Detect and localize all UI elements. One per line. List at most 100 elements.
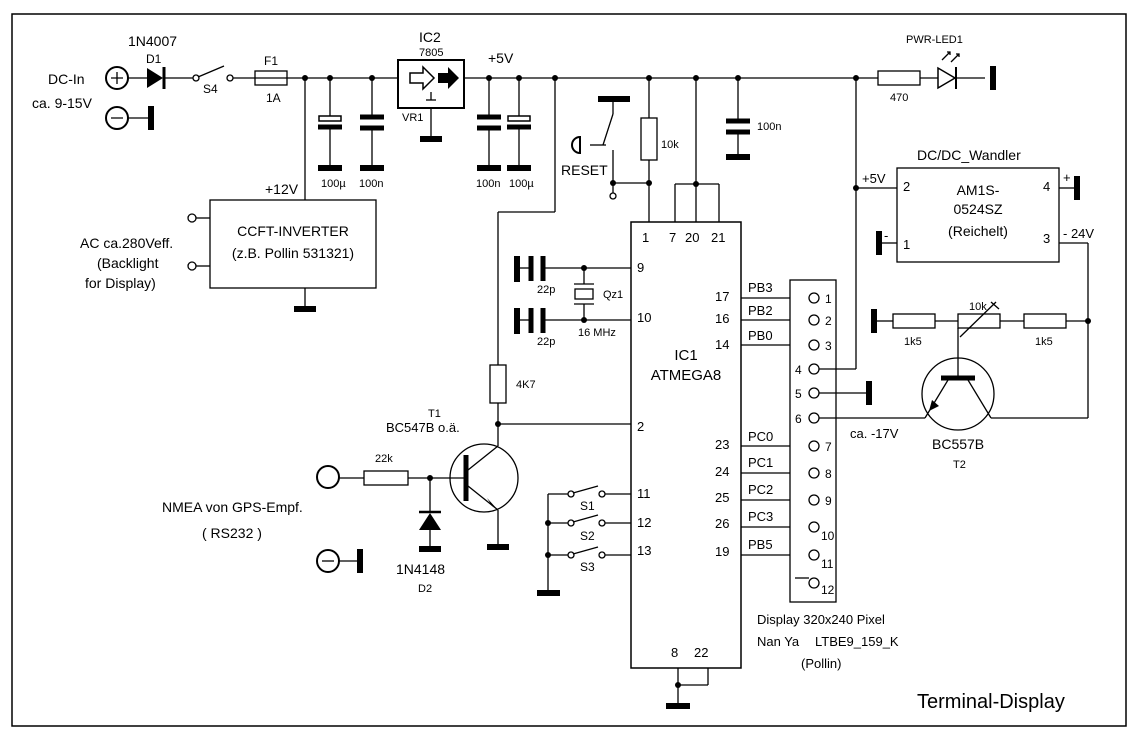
plus-icon	[111, 72, 123, 84]
mcu-pin-23: 23	[715, 437, 729, 452]
diode-d1-type: 1N4007	[128, 33, 177, 49]
mcu-pin-8: 8	[671, 645, 678, 660]
crystal-section: 22p 22p Qz1 16 MHz	[514, 256, 631, 348]
crystal-qz1	[574, 288, 594, 300]
dc-range-label: ca. 9-15V	[32, 95, 93, 111]
reset-label[interactable]: RESET	[561, 162, 608, 178]
ac-terminal-2	[187, 261, 197, 271]
dcdc-section: DC/DC_Wandler AM1S- 0524SZ (Reichelt) 2 …	[856, 147, 1094, 418]
dcdc-plus-sign: +	[1063, 170, 1071, 185]
display-pin-label-5: 5	[795, 387, 802, 401]
display-pin-label-11: 11	[821, 557, 834, 571]
switch-s3-label: S3	[580, 560, 595, 574]
mcu-pin-25: 25	[715, 490, 729, 505]
mcu-pin-9: 9	[637, 260, 644, 275]
display-pin-6	[808, 412, 820, 424]
mcu-pin-16: 16	[715, 311, 729, 326]
ac-terminal-1	[187, 213, 197, 223]
dcdc-line2: 0524SZ	[953, 201, 1002, 217]
display-pin-10	[808, 521, 820, 533]
mcu-pin-17: 17	[715, 289, 729, 304]
display-pin-label-10: 10	[821, 529, 835, 543]
port-pc0: PC0	[748, 429, 773, 444]
mcu-pin-26: 26	[715, 516, 729, 531]
nmea-label: NMEA von GPS-Empf.	[162, 499, 303, 515]
switch-s1[interactable]	[572, 485, 599, 494]
resistor-22k	[363, 470, 409, 486]
contrast-voltage: ca. -17V	[850, 426, 899, 441]
display-pin-label-12: 12	[821, 583, 835, 597]
resistor-470	[877, 70, 921, 86]
display-pin-7	[808, 440, 820, 452]
input-section: 4K7 T1 BC547B o.ä. 22k 1N4148 D2 NMEA vo…	[162, 364, 631, 595]
fuse-value: 1A	[266, 91, 281, 105]
dcdc-pin3: 3	[1043, 231, 1050, 246]
switch-s2[interactable]	[572, 514, 599, 523]
switch-s4-label: S4	[203, 82, 218, 96]
mcu-type: ATMEGA8	[651, 367, 722, 384]
display-pin-9	[808, 494, 820, 506]
display-pin-11	[808, 549, 820, 561]
contrast-r2-label: 1k5	[1035, 336, 1053, 348]
reset-button-icon[interactable]	[571, 135, 581, 155]
reset-section: 10k RESET	[497, 78, 720, 365]
rs232-label: ( RS232 )	[202, 525, 262, 541]
display-pin-2	[808, 314, 820, 326]
potentiometer-10k[interactable]	[957, 313, 1001, 329]
t2-ref: T2	[953, 459, 966, 471]
display-label-line2-right: LTBE9_159_K	[815, 634, 899, 649]
resistor-10k-reset	[640, 117, 658, 161]
display-pin-label-4: 4	[795, 363, 802, 377]
switch-s3[interactable]	[572, 546, 599, 555]
mcu-pin-22: 22	[694, 645, 708, 660]
crystal-freq: 16 MHz	[578, 327, 616, 339]
display-pin-label-3: 3	[825, 339, 832, 353]
crystal-cap1-label: 22p	[537, 284, 555, 296]
mcu-body	[630, 221, 742, 669]
mcu-ic1: IC1 ATMEGA8 1 7 20 21 9 10 2 11 12 13 17…	[630, 221, 808, 709]
dcdc-line1: AM1S-	[957, 182, 1000, 198]
switch-s2-label: S2	[580, 529, 595, 543]
led-label: PWR-LED1	[906, 34, 963, 46]
dcdc-minus-sign: -	[884, 228, 888, 243]
diode-d1-ref: D1	[146, 52, 162, 66]
cap5-label: 100n	[757, 121, 781, 133]
display-pin-5	[808, 387, 820, 399]
fuse-ref: F1	[264, 54, 278, 68]
power-section: DC-In ca. 9-15V 1N4007 D1 S4 F1 1A 100µ	[32, 29, 996, 200]
mcu-pin-7: 7	[669, 230, 676, 245]
crystal-cap2-label: 22p	[537, 336, 555, 348]
port-pc2: PC2	[748, 482, 773, 497]
ac-label-3: for Display)	[85, 275, 156, 291]
inverter-section: +12V CCFT-INVERTER (z.B. Pollin 531321) …	[80, 181, 377, 312]
regulator-ref: IC2	[419, 29, 441, 45]
ac-label-2: (Backlight	[97, 255, 159, 271]
regulator-vr: VR1	[402, 112, 423, 124]
dcdc-out-minus: - 24V	[1063, 226, 1094, 241]
resistor-1k5-2	[1023, 313, 1067, 329]
mcu-pin-11: 11	[637, 486, 651, 501]
contrast-r1-label: 1k5	[904, 336, 922, 348]
mcu-pin-20: 20	[685, 230, 699, 245]
mcu-pin-14: 14	[715, 337, 729, 352]
led-resistor-label: 470	[890, 92, 908, 104]
crystal-ref: Qz1	[603, 289, 623, 301]
switch-section: S1 S2 S3	[537, 485, 631, 596]
page-title: Terminal-Display	[917, 691, 1065, 713]
display-pin-8	[808, 467, 820, 479]
port-pb0: PB0	[748, 328, 773, 343]
regulator-type: 7805	[419, 47, 443, 59]
led-icon	[937, 66, 957, 90]
cap-100u-2	[507, 115, 531, 122]
port-pc1: PC1	[748, 455, 773, 470]
dcdc-box	[896, 167, 1060, 263]
mcu-pin-21: 21	[711, 230, 725, 245]
display-pin-12	[808, 577, 820, 589]
cap3-label: 100n	[476, 178, 500, 190]
t2-type: BC557B	[932, 436, 984, 452]
t1-type: BC547B o.ä.	[386, 420, 460, 435]
display-connector: 1 2 3 4 5 6 7 8 9 10 11 12 Display 320x2…	[757, 78, 925, 671]
resistor-4k7	[489, 364, 507, 404]
mcu-pin-12: 12	[637, 515, 651, 530]
